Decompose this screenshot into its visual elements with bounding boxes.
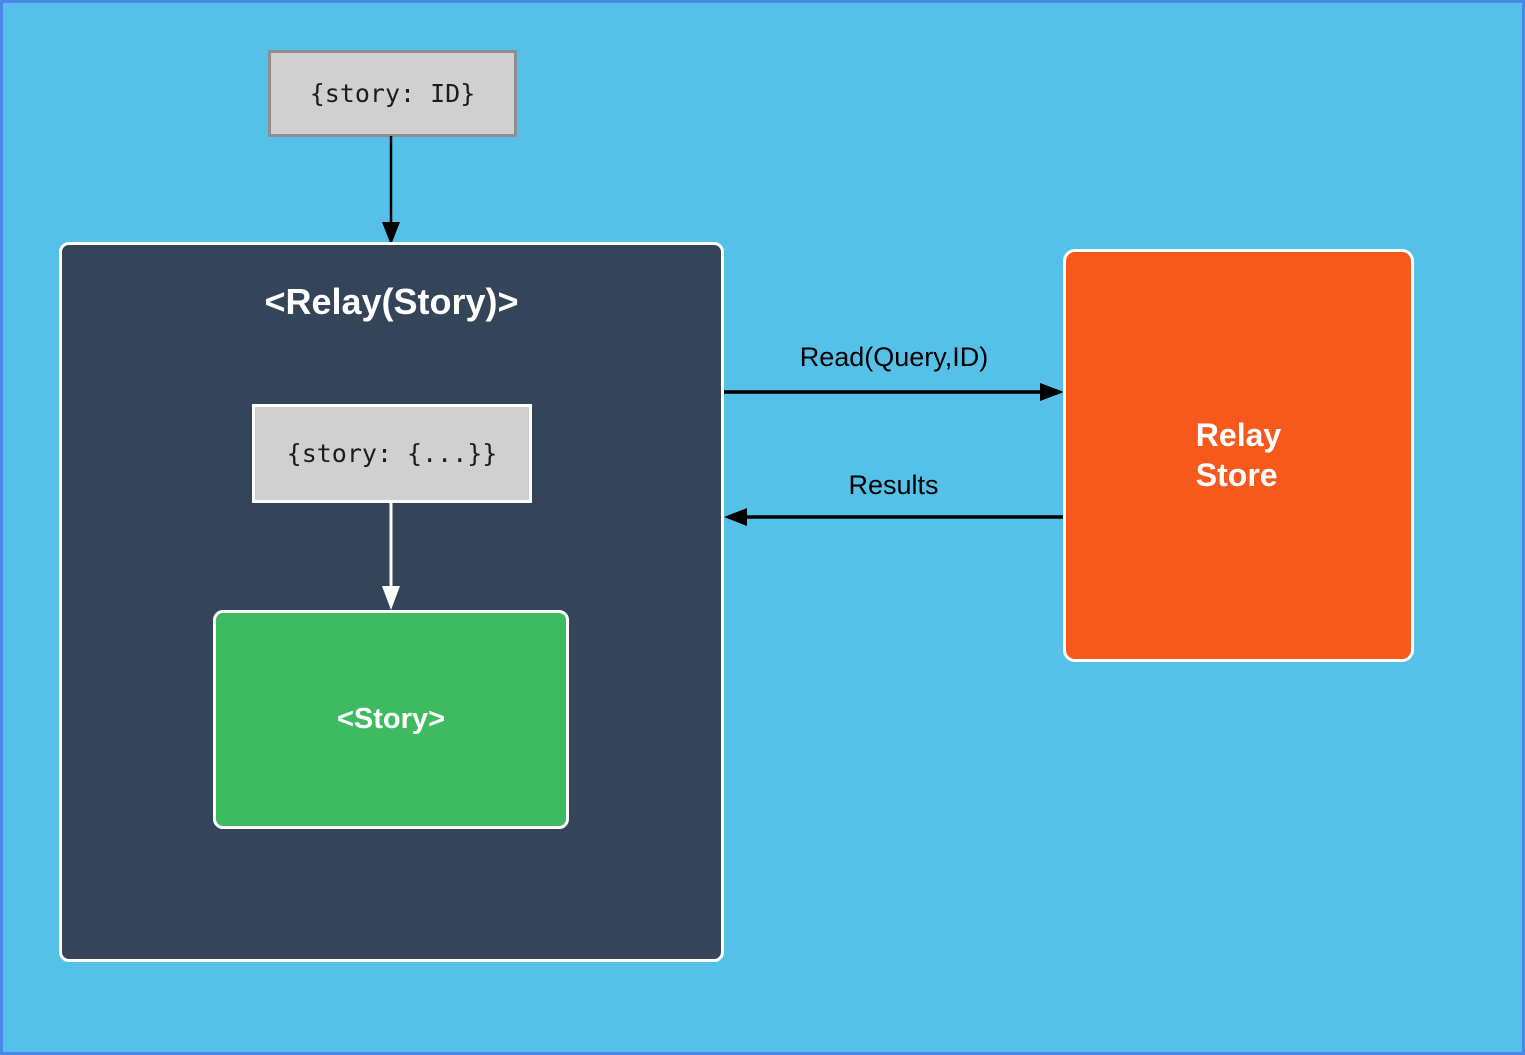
- story-id-props-box: {story: ID}: [268, 50, 517, 137]
- resolved-props-text: {story: {...}}: [286, 439, 498, 468]
- story-component-label: <Story>: [337, 703, 445, 735]
- arrow-down-black-icon: [382, 136, 400, 245]
- arrow-left-icon: [724, 508, 1063, 526]
- results-edge-label: Results: [848, 470, 939, 500]
- arrow-right-icon: [724, 383, 1064, 401]
- read-edge-label: Read(Query,ID): [799, 342, 989, 372]
- story-component-box: <Story>: [213, 610, 569, 829]
- arrow-down-white-icon: [382, 502, 400, 610]
- resolved-props-box: {story: {...}}: [252, 404, 532, 503]
- relay-store-box: Relay Store: [1063, 249, 1414, 662]
- relay-store-label: Relay Store: [1195, 417, 1282, 493]
- story-id-props-text: {story: ID}: [309, 79, 476, 108]
- relay-component-box: <Relay(Story)> {story: {...}} <Story>: [59, 242, 724, 962]
- relay-component-title: <Relay(Story)>: [264, 281, 519, 322]
